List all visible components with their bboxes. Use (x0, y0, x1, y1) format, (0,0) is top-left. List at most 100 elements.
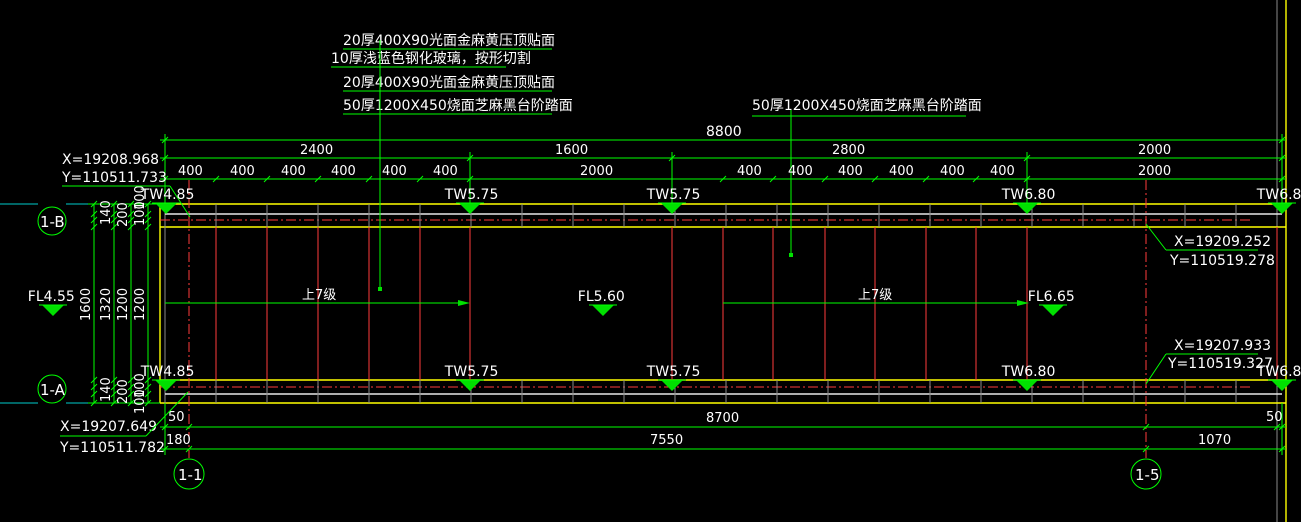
elevation-bottom-5-triangle (1271, 380, 1293, 391)
dim-left-tick-2-6 (127, 390, 135, 398)
material-leader-dot-1 (378, 287, 382, 291)
dim-row3-text-6: 400 (433, 164, 458, 179)
axis-label-1-5: 1-5 (1135, 466, 1160, 484)
dim-left-tick-1-2 (110, 216, 118, 224)
coord-bl-x: X=19207.649 (60, 419, 157, 435)
coping-joints (215, 204, 1237, 403)
dim-left-top-140: 140 (99, 200, 114, 225)
coord-tl-y: Y=110511.733 (61, 170, 167, 186)
dim-row3-tick-8 (719, 175, 727, 183)
axis-bubbles: 1-B 1-A 1-1 1-5 (37, 206, 1162, 490)
elevation-top-5-label: TW6.80 (1256, 187, 1301, 203)
dim-left-inner-b: 1200 (133, 288, 148, 321)
dim-bottom-8700: 8700 (706, 411, 739, 426)
elevation-floor-1-label: FL4.55 (28, 289, 75, 305)
dim-row3-tick-10 (821, 175, 829, 183)
elevation-top-2-triangle (459, 203, 481, 214)
dim-left-tick-2-5 (127, 383, 135, 391)
dim-row3-text-3: 400 (281, 164, 306, 179)
dim-bot-row1-tick-3 (1142, 423, 1150, 431)
dim-row3-text-9: 400 (788, 164, 813, 179)
dim-bottom-1070: 1070 (1198, 433, 1231, 448)
dim-row2-tick-1 (161, 154, 169, 162)
dim-row3-text-2: 400 (230, 164, 255, 179)
dim-bottom-50-right: 50 (1266, 410, 1283, 425)
dim-left-tick-3-5 (144, 383, 152, 391)
material-label-2: 10厚浅蓝色钢化玻璃，按形切割 (331, 50, 531, 67)
dim-row3-text-1: 400 (178, 164, 203, 179)
dim-row3-tick-4 (314, 175, 322, 183)
coord-rb-x: X=19207.933 (1174, 338, 1271, 354)
left-dimensions: 1600 1320 1200 1200 140 200 100 100 140 … (79, 185, 160, 414)
elevation-floor-3-label: FL6.65 (1028, 289, 1075, 305)
elevation-top-3-triangle (661, 203, 683, 214)
dim-row3-tick-6 (416, 175, 424, 183)
dim-bottom-50-left: 50 (168, 410, 185, 425)
elevation-bottom-3-triangle (661, 380, 683, 391)
elevation-top-4-label: TW6.80 (1001, 187, 1056, 203)
axis-bubble-1-5 (1130, 458, 1162, 490)
dim-row3-tick-3 (263, 175, 271, 183)
dim-row3-tick-1 (161, 175, 169, 183)
material-annotations: 20厚400X90光面金麻黄压顶贴面 10厚浅蓝色钢化玻璃，按形切割 20厚40… (331, 32, 982, 291)
dim-left-tick-3-2 (144, 216, 152, 224)
elevation-floor-1-triangle (42, 305, 64, 316)
elevation-floor-2-triangle (592, 305, 614, 316)
elevation-floor-2-label: FL5.60 (578, 289, 625, 305)
dim-row3-text-7: 2000 (580, 164, 613, 179)
dim-left-bot-100a: 100 (133, 389, 148, 414)
dim-row3-tick-13 (972, 175, 980, 183)
material-label-5: 50厚1200X450烧面芝麻黑台阶踏面 (752, 98, 982, 114)
coord-rb-leader (1145, 353, 1167, 385)
dim-left-tick-1-1 (110, 210, 118, 218)
dim-row3-tick-2 (212, 175, 220, 183)
dim-row3-tick-11 (871, 175, 879, 183)
material-leader-dot-2 (789, 253, 793, 257)
coord-rt-leader (1145, 223, 1167, 251)
elevation-bottom-2-label: TW5.75 (444, 364, 499, 380)
dim-left-top-100a: 100 (133, 201, 148, 226)
coord-bl-y: Y=110511.782 (59, 440, 165, 456)
dim-left-tick-0-5 (90, 383, 98, 391)
dim-left-tick-3-3 (144, 223, 152, 231)
dim-left-bot-100b: 100 (133, 373, 148, 398)
stair-label-2: 上7级 (858, 288, 892, 303)
elevation-bottom-4-label: TW6.80 (1001, 364, 1056, 380)
axis-bubble-a (37, 374, 67, 404)
dim-bottom-ticks (161, 403, 1286, 455)
material-label-4: 50厚1200X450烧面芝麻黑台阶踏面 (343, 98, 573, 114)
dim-left-ticks (88, 200, 160, 407)
dim-left-tick-2-4 (127, 376, 135, 384)
dim-left-tick-3-1 (144, 210, 152, 218)
dim-left-inner-a: 1200 (116, 288, 131, 321)
dim-row2-text-3: 2800 (832, 143, 865, 158)
axis-bubble-1-1 (173, 458, 205, 490)
coord-tl-leader (169, 185, 191, 218)
elevation-markers: TW4.85TW5.75TW5.75TW6.80TW6.80TW4.85TW5.… (28, 187, 1301, 391)
dim-left-tick-0-1 (90, 210, 98, 218)
stair-plan: 上7级 上7级 (0, 180, 1286, 458)
dim-left-tick-1-6 (110, 390, 118, 398)
material-label-3: 20厚400X90光面金麻黄压顶贴面 (343, 74, 555, 91)
dim-left-tick-1-3 (110, 223, 118, 231)
dim-row2-text-4: 2000 (1138, 143, 1171, 158)
dim-row3-tick-5 (365, 175, 373, 183)
coord-rb-y: Y=110519.327 (1167, 356, 1273, 372)
dim-total-text: 8800 (706, 124, 742, 140)
dim-left-bot-140: 140 (99, 377, 114, 402)
dim-row2-text-2: 1600 (555, 143, 588, 158)
elevation-bottom-1-label: TW4.85 (140, 364, 195, 380)
coord-bl-leader (145, 391, 189, 437)
elevation-top-2-label: TW5.75 (444, 187, 499, 203)
dim-row3-text-12: 400 (940, 164, 965, 179)
dim-bot-row2-tick-3 (1142, 445, 1150, 453)
dim-bottom-7550: 7550 (650, 433, 683, 448)
dim-left-outer: 1600 (79, 288, 94, 321)
dim-bot-row1-tick-4 (1273, 423, 1281, 431)
elevation-bottom-5-label: TW6.80 (1256, 364, 1301, 380)
dim-row2-tick-5 (1278, 154, 1286, 162)
dim-row3-tick-12 (922, 175, 930, 183)
